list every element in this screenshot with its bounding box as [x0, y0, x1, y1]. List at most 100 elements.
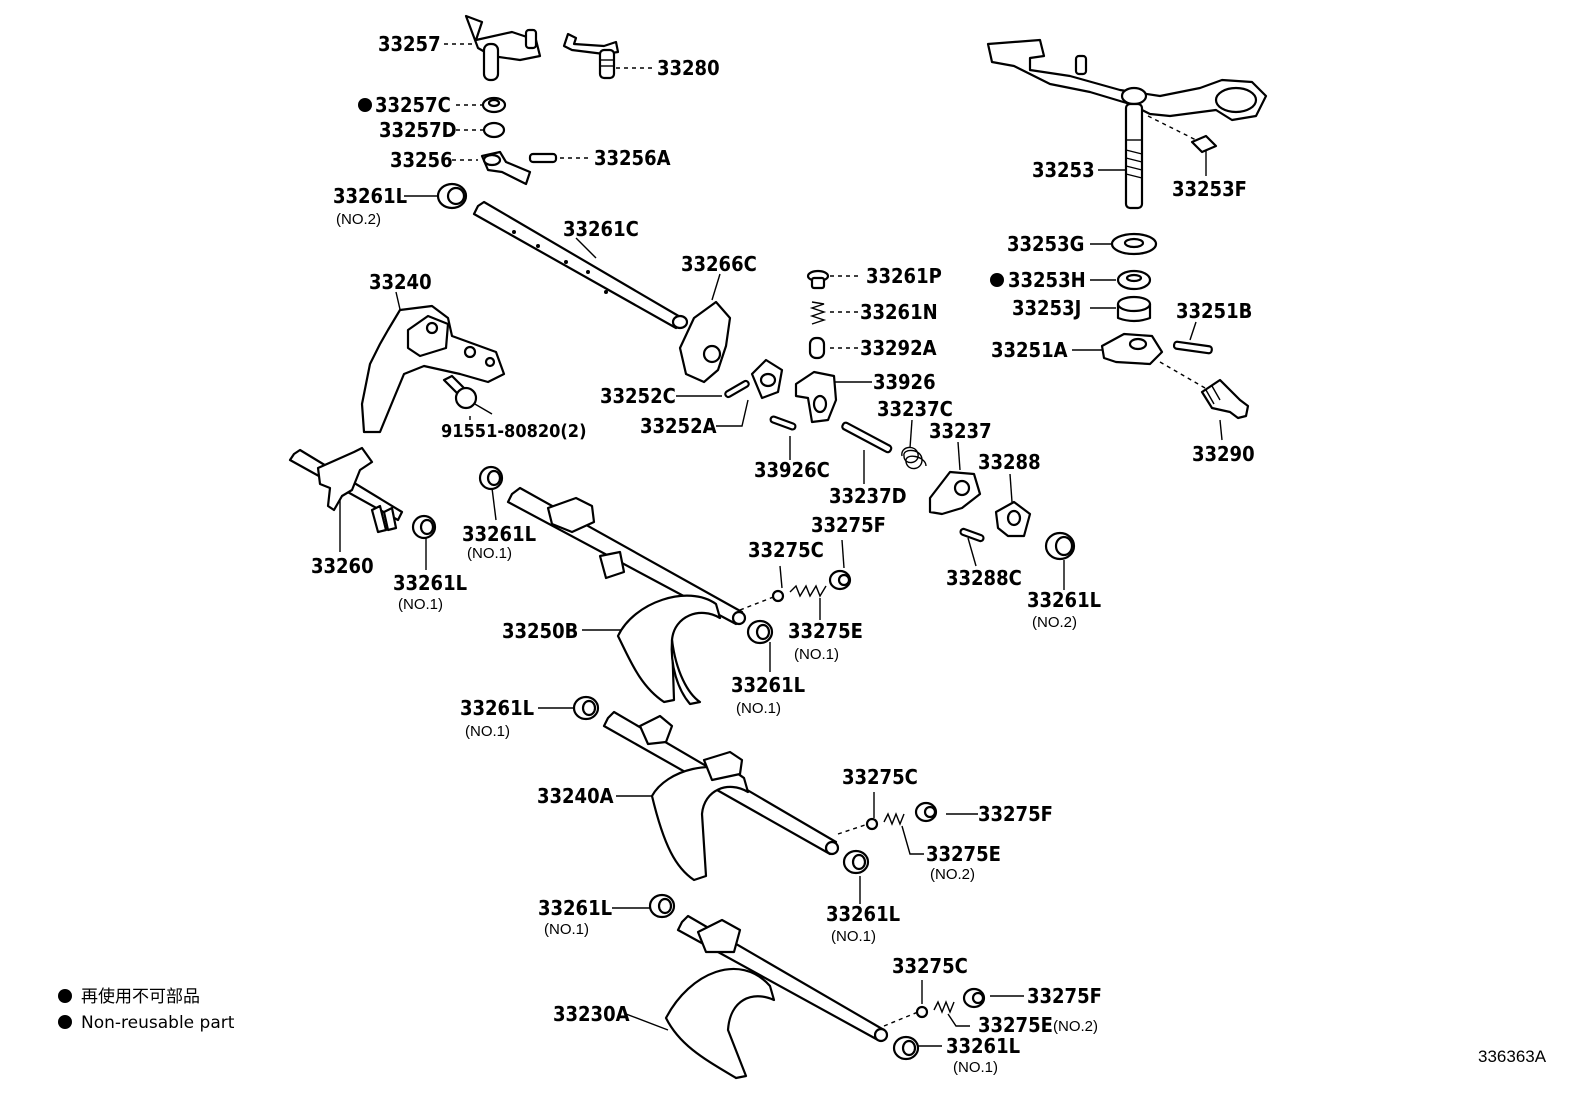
label-33266c: 33266C [681, 252, 757, 276]
label-33253: 33253 [1032, 158, 1095, 182]
label-33260: 33260 [311, 554, 374, 578]
label-33237: 33237 [929, 419, 992, 443]
lever-33280-drawing [562, 32, 620, 80]
label-33261l-f: 33261L [826, 902, 900, 926]
shaft-33261c-drawing [472, 200, 689, 330]
switch-33290-drawing [1200, 378, 1250, 420]
lever-33257-drawing [464, 14, 542, 82]
label-33275f-c: 33275F [1027, 984, 1102, 1008]
label-33252c: 33252C [600, 384, 676, 408]
label-33275f-b: 33275F [978, 802, 1053, 826]
label-33288: 33288 [978, 450, 1041, 474]
label-33261p: 33261P [866, 264, 942, 288]
legend-text-en: Non-reusable part [81, 1013, 235, 1033]
lever-33240-drawing [360, 304, 506, 434]
ball-33275c-b-drawing [865, 817, 879, 831]
label-33261l-g: 33261L [538, 896, 612, 920]
bolt-91551-drawing [442, 374, 478, 410]
lever-33237-drawing [928, 470, 982, 516]
spring-33261n-drawing [809, 301, 827, 325]
label-33253j: 33253J [1012, 296, 1081, 320]
seal-33253h-drawing [1116, 269, 1152, 291]
plug-33275f-b-drawing [914, 801, 938, 823]
label-33240a: 33240A [537, 784, 614, 808]
fork-shaft-33230a-drawing [664, 914, 889, 1080]
legend-text-jp: 再使用不可部品 [81, 986, 200, 1007]
spring-33275e-c-drawing [933, 1000, 955, 1014]
lever-33252a-drawing [750, 358, 784, 400]
label-33251a: 33251A [991, 338, 1068, 362]
label-33261l-h: 33261L [946, 1034, 1020, 1058]
label-33250b: 33250B [502, 619, 578, 643]
label-33292a: 33292A [860, 336, 937, 360]
plug-33275f-a-drawing [828, 569, 852, 591]
label-33253g: 33253G [1007, 232, 1084, 256]
spring-33237c-drawing [901, 446, 927, 470]
label-33275e-a: 33275E [788, 619, 863, 643]
label-33256a: 33256A [594, 146, 671, 170]
lever-33266c-drawing [678, 300, 732, 384]
label-33237c: 33237C [877, 397, 953, 421]
sublabel-33261l-top: (NO.2) [336, 211, 381, 228]
legend-dot-jp [58, 989, 72, 1003]
label-33261l-d: 33261L [731, 673, 805, 697]
figure-code: 336363A [1478, 1047, 1547, 1066]
label-33240: 33240 [369, 270, 432, 294]
label-33261l-c: 33261L [1027, 588, 1101, 612]
plug-33261p-drawing [806, 269, 830, 290]
pin-33926c-drawing [769, 415, 797, 431]
pin-33251b-drawing [1172, 340, 1213, 355]
plug-33275f-c-drawing [962, 987, 986, 1009]
label-33252a: 33252A [640, 414, 717, 438]
label-33275c-c: 33275C [892, 954, 968, 978]
label-33251b: 33251B [1176, 299, 1252, 323]
lever-33251a-drawing [1100, 332, 1164, 366]
label-33253f: 33253F [1172, 177, 1247, 201]
label-33253h: 33253H [1008, 268, 1086, 292]
sublabel-33275e-a: (NO.1) [794, 646, 839, 663]
sublabel-33261l-a: (NO.1) [467, 545, 512, 562]
legend: 再使用不可部品 Non-reusable part [58, 986, 235, 1033]
legend-dot-en [58, 1015, 72, 1029]
label-33288c: 33288C [946, 566, 1022, 590]
pin-33292a-drawing [808, 336, 826, 360]
pin-33252c-drawing [724, 379, 750, 399]
label-33280: 33280 [657, 56, 720, 80]
sublabel-33261l-e: (NO.1) [465, 723, 510, 740]
label-91551: 91551-80820(2) [441, 421, 586, 442]
label-33261n: 33261N [860, 300, 938, 324]
label-33275c-a: 33275C [748, 538, 824, 562]
label-33257d: 33257D [379, 118, 457, 142]
ball-33275c-a-drawing [771, 589, 785, 603]
lever-33288-drawing [994, 500, 1032, 538]
lever-33253-drawing [986, 38, 1268, 210]
fork-shaft-33250b-drawing [506, 486, 747, 706]
spring-33275e-a-drawing [789, 584, 827, 598]
lever-33926-drawing [794, 370, 838, 424]
spring-33275e-b-drawing [883, 812, 905, 826]
non-reusable-marker [990, 273, 1004, 287]
leader-lines [339, 43, 1223, 1047]
label-33261l-a: 33261L [462, 522, 536, 546]
sublabel-33261l-g: (NO.1) [544, 921, 589, 938]
parts-artwork [288, 14, 1268, 1080]
label-33290: 33290 [1192, 442, 1255, 466]
washer-33257d-drawing [482, 121, 506, 139]
label-33261l-b: 33261L [393, 571, 467, 595]
washer-33253g-drawing [1110, 232, 1158, 256]
ball-33275c-c-drawing [915, 1005, 929, 1019]
sublabel-33261l-b: (NO.1) [398, 596, 443, 613]
pin-33288c-drawing [959, 527, 985, 543]
label-33926c: 33926C [754, 458, 830, 482]
label-33275e-c: 33275E [978, 1013, 1053, 1037]
label-33275e-b: 33275E [926, 842, 1001, 866]
label-33261l-e: 33261L [460, 696, 534, 720]
non-reusable-marker [358, 98, 372, 112]
label-33256: 33256 [390, 148, 453, 172]
lever-33256-drawing [480, 150, 558, 186]
sublabel-33261l-f: (NO.1) [831, 928, 876, 945]
label-33257: 33257 [378, 32, 441, 56]
sublabel-33275e-b: (NO.2) [930, 866, 975, 883]
label-33257c: 33257C [375, 93, 451, 117]
